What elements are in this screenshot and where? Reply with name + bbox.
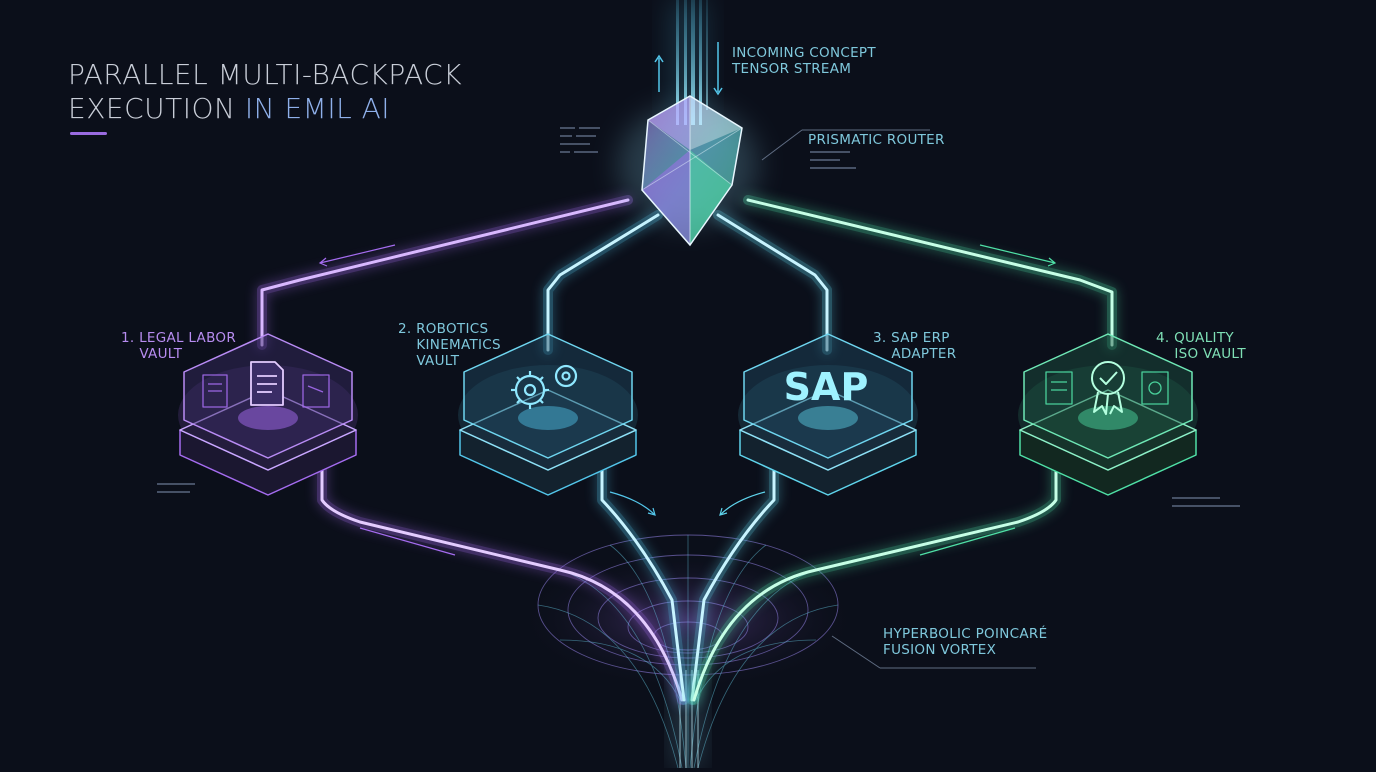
decorative-data-ticks bbox=[157, 127, 1240, 507]
annotation-leaders bbox=[761, 129, 1036, 669]
vault-3-label: 3. SAP ERP ADAPTER bbox=[873, 330, 957, 362]
title-line-2-accent: IN EMIL AI bbox=[244, 92, 390, 125]
title-line-1: PARALLEL MULTI-BACKPACK bbox=[68, 58, 463, 91]
vault-links-lower bbox=[317, 453, 1061, 705]
vault-2-label: 2. ROBOTICS KINEMATICS VAULT bbox=[398, 321, 501, 369]
title-underline bbox=[70, 132, 107, 135]
vault-links-upper bbox=[257, 195, 1117, 355]
page-title: PARALLEL MULTI-BACKPACK EXECUTION IN EMI… bbox=[68, 58, 462, 126]
router-label: PRISMATIC ROUTER bbox=[808, 132, 945, 148]
flow-arrow-icon bbox=[654, 42, 723, 96]
title-line-2-prefix: EXECUTION bbox=[68, 92, 245, 125]
title-line-2: EXECUTION IN EMIL AI bbox=[68, 92, 462, 126]
vault-1-label: 1. LEGAL LABOR VAULT bbox=[121, 330, 237, 362]
vault-4-label: 4. QUALITY ISO VAULT bbox=[1156, 330, 1246, 362]
flow-direction-arrows bbox=[318, 244, 1057, 556]
incoming-stream-label: INCOMING CONCEPT TENSOR STREAM bbox=[732, 45, 876, 77]
vortex-label: HYPERBOLIC POINCARÉ FUSION VORTEX bbox=[883, 626, 1048, 658]
prismatic-router bbox=[618, 95, 758, 247]
